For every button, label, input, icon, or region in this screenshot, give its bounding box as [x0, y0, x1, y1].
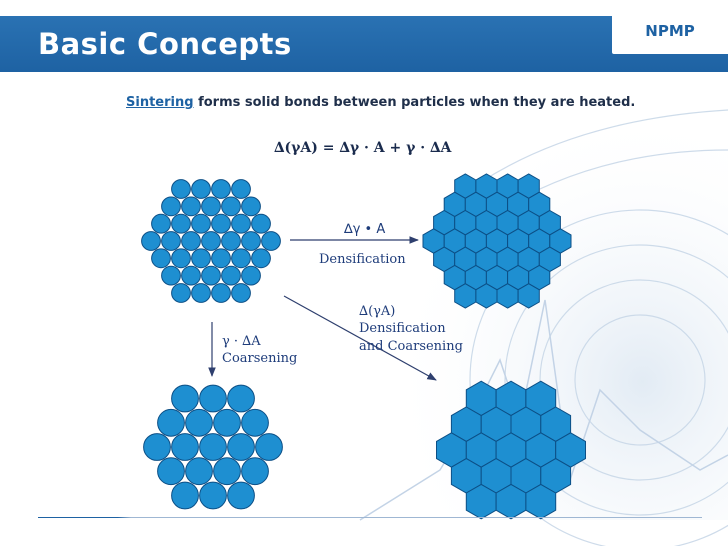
- coarsened-particle-cluster: [143, 384, 283, 510]
- combined-formula: ∆(γA): [359, 304, 396, 319]
- particle-circle: [221, 265, 241, 286]
- particle-circle: [231, 213, 251, 234]
- particle-circle: [199, 433, 227, 461]
- particle-circle: [201, 231, 221, 251]
- particle-circle: [161, 265, 181, 286]
- particle-circle: [231, 179, 251, 199]
- coarsening-label: Coarsening: [222, 351, 298, 366]
- particle-circle: [221, 196, 241, 217]
- particle-circle: [171, 283, 191, 303]
- particle-circle: [171, 481, 199, 510]
- densification-label: Densification: [319, 252, 406, 267]
- densified-coarsened-hexagon-cluster: [436, 380, 586, 520]
- particle-circle: [181, 231, 201, 251]
- particle-circle: [211, 179, 231, 199]
- page-title: Basic Concepts: [38, 27, 292, 61]
- particle-circle: [185, 457, 213, 486]
- particle-circle: [157, 408, 185, 437]
- particle-circle: [213, 457, 241, 486]
- footer-divider: [38, 517, 702, 518]
- particle-circle: [231, 248, 251, 269]
- particle-circle: [251, 248, 271, 269]
- particle-circle: [241, 231, 261, 251]
- brand-label: NPMP: [645, 22, 695, 40]
- particle-circle: [255, 433, 283, 461]
- particle-circle: [211, 283, 231, 303]
- particle-circle: [171, 213, 191, 234]
- particle-circle: [141, 231, 161, 251]
- particle-circle: [171, 179, 191, 199]
- particle-circle: [231, 283, 251, 303]
- particle-circle: [181, 196, 201, 217]
- particle-circle: [201, 265, 221, 286]
- densification-formula: ∆γ • A: [344, 222, 386, 237]
- particle-circle: [191, 248, 211, 269]
- particle-hexagon: [525, 483, 557, 520]
- particle-circle: [171, 433, 199, 461]
- particle-circle: [213, 408, 241, 437]
- combined-label-line2: and Coarsening: [359, 339, 463, 354]
- particle-circle: [171, 384, 199, 413]
- particle-circle: [199, 481, 227, 510]
- intro-sentence: Sintering forms solid bonds between part…: [126, 95, 635, 110]
- intro-text: forms solid bonds between particles when…: [193, 95, 636, 110]
- particle-circle: [191, 179, 211, 199]
- particle-circle: [157, 457, 185, 486]
- particle-circle: [143, 433, 171, 461]
- particle-circle: [221, 231, 241, 251]
- particle-circle: [261, 231, 281, 251]
- particle-circle: [161, 196, 181, 217]
- particle-circle: [241, 265, 261, 286]
- particle-circle: [151, 213, 171, 234]
- particle-circle: [151, 248, 171, 269]
- particle-circle: [227, 433, 255, 461]
- loose-particle-cluster: [141, 179, 281, 303]
- particle-circle: [199, 384, 227, 413]
- particle-circle: [251, 213, 271, 234]
- particle-circle: [161, 231, 181, 251]
- particle-circle: [211, 248, 231, 269]
- particle-circle: [191, 213, 211, 234]
- sintering-term: Sintering: [126, 95, 194, 110]
- particle-circle: [201, 196, 221, 217]
- combined-arrow: [283, 295, 437, 381]
- particle-circle: [191, 283, 211, 303]
- particle-circle: [241, 196, 261, 217]
- densified-hexagon-cluster: [422, 173, 572, 309]
- particle-circle: [181, 265, 201, 286]
- particle-circle: [227, 481, 255, 510]
- sintering-equation: ∆(γA) = ∆γ · A + γ · ∆A: [274, 140, 452, 156]
- particle-circle: [227, 384, 255, 413]
- particle-hexagon: [517, 283, 540, 309]
- coarsening-formula: γ · ∆A: [222, 334, 261, 349]
- particle-circle: [211, 213, 231, 234]
- header-bar: [0, 16, 728, 72]
- combined-label-line1: Densification: [359, 321, 446, 336]
- particle-circle: [171, 248, 191, 269]
- particle-circle: [241, 408, 269, 437]
- brand-tab: NPMP: [612, 16, 728, 54]
- particle-circle: [185, 408, 213, 437]
- particle-circle: [241, 457, 269, 486]
